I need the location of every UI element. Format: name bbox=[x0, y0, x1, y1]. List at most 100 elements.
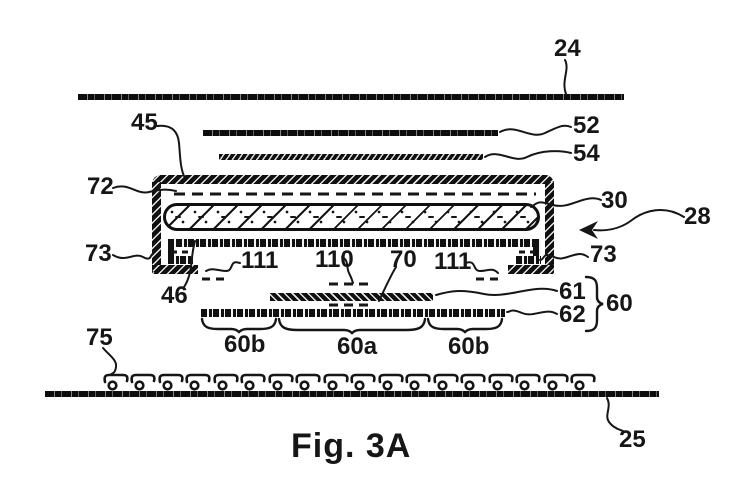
inner-strip-right-hook-vert bbox=[533, 239, 541, 264]
contact-element bbox=[542, 369, 569, 392]
leader-25 bbox=[606, 397, 624, 432]
leader-30 bbox=[530, 197, 602, 208]
contact-lead bbox=[185, 373, 212, 384]
housing-top-wall bbox=[152, 175, 554, 184]
figure-caption: Fig. 3A bbox=[291, 427, 412, 465]
contact-lead bbox=[487, 373, 514, 384]
contact-element bbox=[130, 369, 157, 392]
contact-ball bbox=[162, 380, 173, 391]
housing-left-foot bbox=[152, 265, 198, 274]
inner-strip bbox=[176, 239, 533, 247]
ref-label-25: 25 bbox=[619, 426, 646, 453]
layer-61 bbox=[270, 293, 433, 301]
contact-ball bbox=[491, 380, 503, 391]
housing-right-wall bbox=[545, 182, 554, 274]
contact-element bbox=[432, 369, 459, 392]
ref-label-52: 52 bbox=[573, 112, 600, 139]
contact-ball bbox=[574, 380, 585, 391]
contact-ball bbox=[519, 380, 530, 391]
leader-75 bbox=[102, 347, 118, 376]
layer-54 bbox=[219, 154, 483, 160]
contact-element bbox=[185, 369, 212, 392]
contact-ball bbox=[107, 380, 118, 391]
ref-label-72: 72 bbox=[87, 173, 114, 200]
leader-73-right bbox=[539, 253, 589, 261]
contact-element bbox=[323, 369, 349, 392]
leader-28 bbox=[593, 209, 685, 232]
leader-61 bbox=[435, 287, 558, 296]
bottom-plate-25 bbox=[45, 391, 659, 397]
contact-element bbox=[268, 369, 294, 392]
contact-lead bbox=[570, 373, 596, 384]
ref-label-61: 61 bbox=[559, 278, 586, 305]
contact-ball bbox=[244, 380, 255, 391]
contact-ball bbox=[327, 380, 338, 391]
layer-52 bbox=[203, 130, 498, 136]
brace-60b-right bbox=[426, 317, 504, 334]
ref-label-62: 62 bbox=[559, 301, 586, 328]
component-30 bbox=[163, 203, 540, 231]
ref-label-45: 45 bbox=[131, 109, 158, 136]
contact-element bbox=[405, 369, 431, 392]
contact-lead bbox=[323, 373, 349, 384]
leader-110 bbox=[341, 256, 354, 284]
contact-ball bbox=[217, 380, 228, 391]
housing-left-wall bbox=[152, 182, 161, 274]
ref-label-111-left: 111 bbox=[241, 247, 279, 274]
leader-52 bbox=[499, 124, 572, 136]
leader-72 bbox=[112, 185, 177, 194]
contact-ball bbox=[464, 380, 475, 391]
contact-element bbox=[240, 369, 267, 392]
ref-label-24: 24 bbox=[554, 35, 581, 62]
ref-label-110: 110 bbox=[315, 246, 354, 273]
housing-right-foot bbox=[508, 265, 554, 274]
contact-element bbox=[570, 369, 596, 392]
contact-element bbox=[350, 369, 376, 392]
brace-60b-left bbox=[200, 317, 278, 334]
ref-label-46: 46 bbox=[161, 282, 188, 309]
contact-lead bbox=[542, 373, 569, 384]
ref-label-73-right: 73 bbox=[590, 241, 617, 268]
leader-111-right bbox=[464, 261, 499, 274]
brace-60a bbox=[277, 317, 427, 335]
leader-111-left bbox=[205, 261, 241, 273]
contact-lead bbox=[460, 373, 486, 384]
leader-24 bbox=[563, 59, 568, 95]
contact-ball bbox=[134, 380, 146, 391]
contact-lead bbox=[378, 373, 404, 384]
contact-element bbox=[213, 369, 239, 392]
arrowhead-28 bbox=[579, 221, 598, 239]
ref-label-30: 30 bbox=[601, 187, 628, 214]
contact-ball bbox=[299, 380, 310, 391]
contact-lead bbox=[405, 373, 431, 384]
contact-ball bbox=[189, 380, 201, 391]
inner-strip-left-hook-base bbox=[168, 256, 193, 264]
contact-lead bbox=[240, 373, 267, 384]
contact-lead bbox=[350, 373, 376, 384]
ref-label-70: 70 bbox=[390, 246, 417, 273]
contact-lead bbox=[158, 373, 184, 384]
brace-60 bbox=[584, 275, 604, 333]
leader-45 bbox=[156, 124, 185, 177]
contact-element bbox=[487, 369, 514, 392]
contact-lead bbox=[268, 373, 294, 384]
layer-62 bbox=[201, 309, 505, 317]
leader-70 bbox=[378, 266, 397, 302]
contact-lead bbox=[103, 373, 129, 384]
contact-ball bbox=[409, 380, 420, 391]
contact-ball bbox=[382, 380, 393, 391]
ref-label-60: 60 bbox=[606, 290, 633, 317]
leader-54 bbox=[484, 150, 572, 160]
ref-label-28: 28 bbox=[684, 203, 711, 230]
contact-element bbox=[295, 369, 321, 392]
leader-46 bbox=[183, 240, 196, 288]
contact-ball bbox=[546, 380, 558, 391]
contact-element bbox=[103, 369, 129, 392]
contact-element bbox=[515, 369, 541, 392]
contact-lead bbox=[432, 373, 459, 384]
ref-label-73-left: 73 bbox=[85, 240, 112, 267]
leader-73-left bbox=[112, 253, 154, 260]
contact-lead bbox=[130, 373, 157, 384]
